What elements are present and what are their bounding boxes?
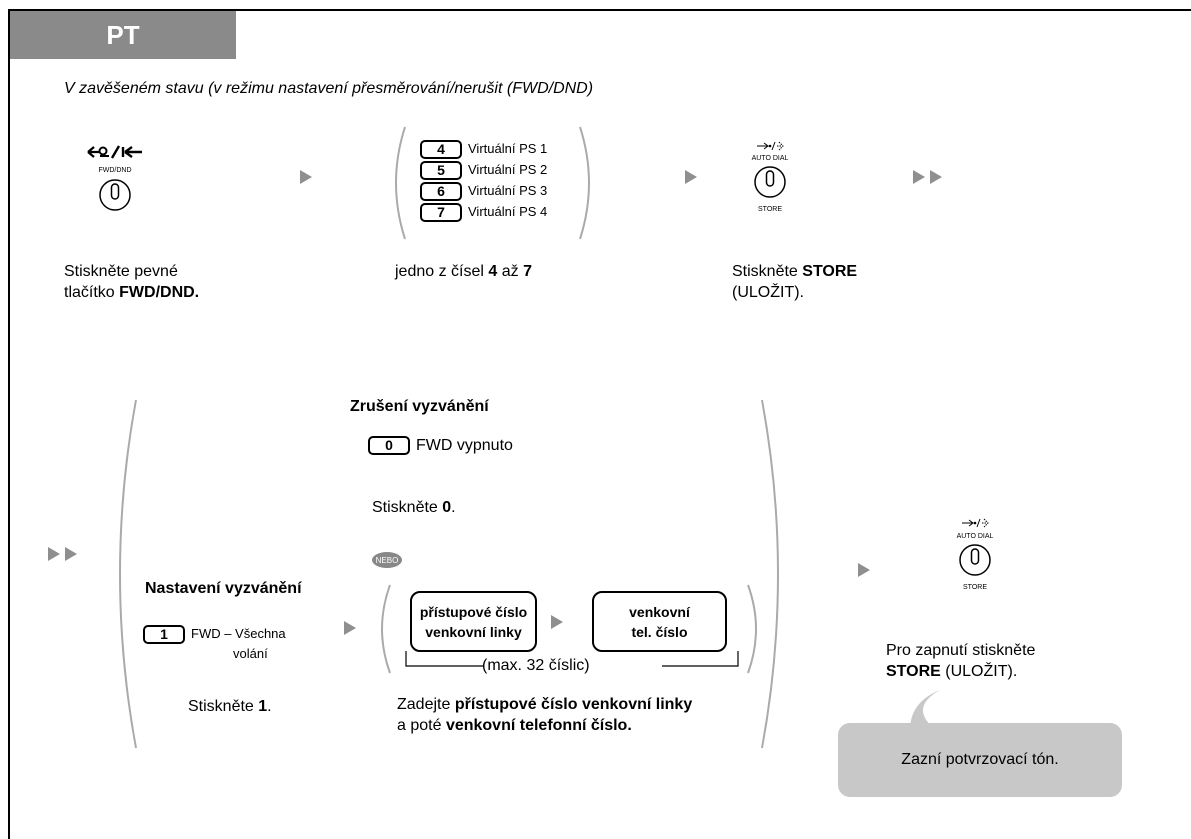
fwd-dnd-symbol-icon (87, 145, 142, 159)
step1-caption: Stiskněte pevné tlačítko FWD/DND. (64, 261, 199, 303)
enter-bold1: přístupové číslo venkovní linky (454, 696, 693, 713)
enter-caption: Zadejte přístupové číslo venkovní linky … (397, 694, 692, 736)
flow-double-arrow-1 (48, 547, 60, 561)
dial-key-1[interactable]: 1 (143, 625, 185, 645)
set-press-bold: 1 (258, 698, 268, 715)
confirmation-tone-callout: Zazní potvrzovací tón. (838, 723, 1122, 797)
auto-dial-label: AUTO DIAL (956, 533, 994, 540)
set-press-post: . (267, 698, 272, 715)
box2-line1: venkovní (629, 603, 690, 620)
cancel-press-bold: 0 (442, 499, 452, 516)
store-label: STORE (758, 206, 782, 213)
store-button[interactable] (958, 543, 992, 577)
step2-caption: jedno z čísel 4 až 7 (395, 261, 532, 282)
flow-double-arrow-2 (65, 547, 77, 561)
outside-phone-number-field[interactable]: venkovní tel. číslo (592, 591, 727, 652)
final-line2-bold: STORE (886, 663, 941, 680)
set-title: Nastavení vyzvánění (145, 580, 302, 597)
set-press-caption: Stiskněte 1. (188, 696, 272, 717)
cancel-press-text: Stiskněte (372, 499, 443, 516)
step1-line2-text: tlačítko (64, 284, 120, 301)
final-line2-text: (ULOŽIT). (940, 663, 1018, 680)
key-7-row[interactable]: 7 Virtuální PS 4 (420, 201, 548, 223)
step3-caption: Stiskněte STORE (ULOŽIT). (732, 261, 857, 303)
step2-caption-mid: až (497, 263, 524, 280)
dial-key-7[interactable]: 7 (420, 203, 462, 223)
max-digits-bracket (405, 651, 739, 667)
key-7-label: Virtuální PS 4 (468, 204, 548, 220)
key-5-row[interactable]: 5 Virtuální PS 2 (420, 159, 548, 181)
step3-line1-bold: STORE (802, 263, 858, 280)
step2-caption-text: jedno z čísel (395, 263, 489, 280)
auto-dial-symbol-icon (962, 518, 989, 528)
set-key-row[interactable]: 1 FWD – Všechna (143, 623, 286, 645)
flow-arrow (551, 615, 563, 629)
flow-arrow (300, 170, 312, 184)
max-digits-label: (max. 32 číslic) (482, 657, 590, 674)
key-6-label: Virtuální PS 3 (468, 183, 548, 199)
right-paren (579, 126, 590, 240)
flow-arrow (344, 621, 356, 635)
flow-arrow (858, 563, 870, 577)
enter-bold2: venkovní telefonní číslo. (445, 717, 632, 734)
inner-left-paren (381, 584, 391, 674)
step2-caption-bold2: 7 (523, 263, 532, 280)
key-4-row[interactable]: 4 Virtuální PS 1 (420, 138, 548, 160)
page-frame (8, 9, 1191, 839)
flow-double-arrow-1 (913, 170, 925, 184)
auto-dial-label: AUTO DIAL (751, 155, 789, 162)
or-badge: NEBO (372, 552, 402, 568)
dial-key-0[interactable]: 0 (368, 436, 410, 456)
key-6-row[interactable]: 6 Virtuální PS 3 (420, 180, 548, 202)
box1-line2: venkovní linky (425, 623, 522, 640)
enter-line2-text: a poté (397, 717, 446, 734)
store-label: STORE (963, 584, 987, 591)
big-left-paren (119, 399, 137, 749)
or-badge-text: NEBO (376, 556, 399, 565)
dial-key-6[interactable]: 6 (420, 182, 462, 202)
cancel-press-post: . (451, 499, 456, 516)
cancel-key-row[interactable]: 0 FWD vypnuto (368, 435, 513, 456)
flow-double-arrow-2 (930, 170, 942, 184)
step1-line1: Stiskněte pevné (64, 263, 178, 280)
final-line1: Pro zapnutí stiskněte (886, 642, 1036, 659)
box1-line1: přístupové číslo (419, 603, 528, 620)
callout-tail (910, 690, 940, 730)
box2-line2: tel. číslo (631, 623, 688, 640)
step3-line2: (ULOŽIT). (732, 284, 804, 301)
set-key-label-line2: volání (233, 646, 268, 661)
auto-dial-symbol-icon (757, 141, 784, 151)
fwd-dnd-button-label: FWD/DND (98, 167, 132, 174)
step2-caption-bold1: 4 (488, 263, 498, 280)
store-button[interactable] (753, 165, 787, 199)
cancel-press-caption: Stiskněte 0. (372, 497, 456, 518)
cancel-key-label: FWD vypnuto (416, 437, 513, 454)
inner-right-paren (747, 584, 757, 674)
set-press-text: Stiskněte (188, 698, 259, 715)
key-4-label: Virtuální PS 1 (468, 141, 548, 156)
final-caption: Pro zapnutí stiskněte STORE (ULOŽIT). (886, 640, 1035, 682)
key-5-label: Virtuální PS 2 (468, 162, 548, 178)
outside-line-access-number-field[interactable]: přístupové číslo venkovní linky (410, 591, 537, 652)
cancel-title: Zrušení vyzvánění (350, 398, 489, 415)
flow-arrow (685, 170, 697, 184)
dial-key-5[interactable]: 5 (420, 161, 462, 181)
fwd-dnd-button[interactable] (98, 178, 132, 212)
enter-text: Zadejte (397, 696, 455, 713)
big-right-paren (761, 399, 779, 749)
page-subtitle: V zavěšeném stavu (v režimu nastavení př… (64, 80, 594, 97)
section-tab: PT (10, 11, 236, 59)
set-key-label-line1: FWD – Všechna (191, 626, 286, 641)
step3-line1-text: Stiskněte (732, 263, 803, 280)
dial-key-4[interactable]: 4 (420, 140, 462, 160)
step1-line2-bold: FWD/DND. (119, 284, 200, 301)
left-paren (395, 126, 406, 240)
